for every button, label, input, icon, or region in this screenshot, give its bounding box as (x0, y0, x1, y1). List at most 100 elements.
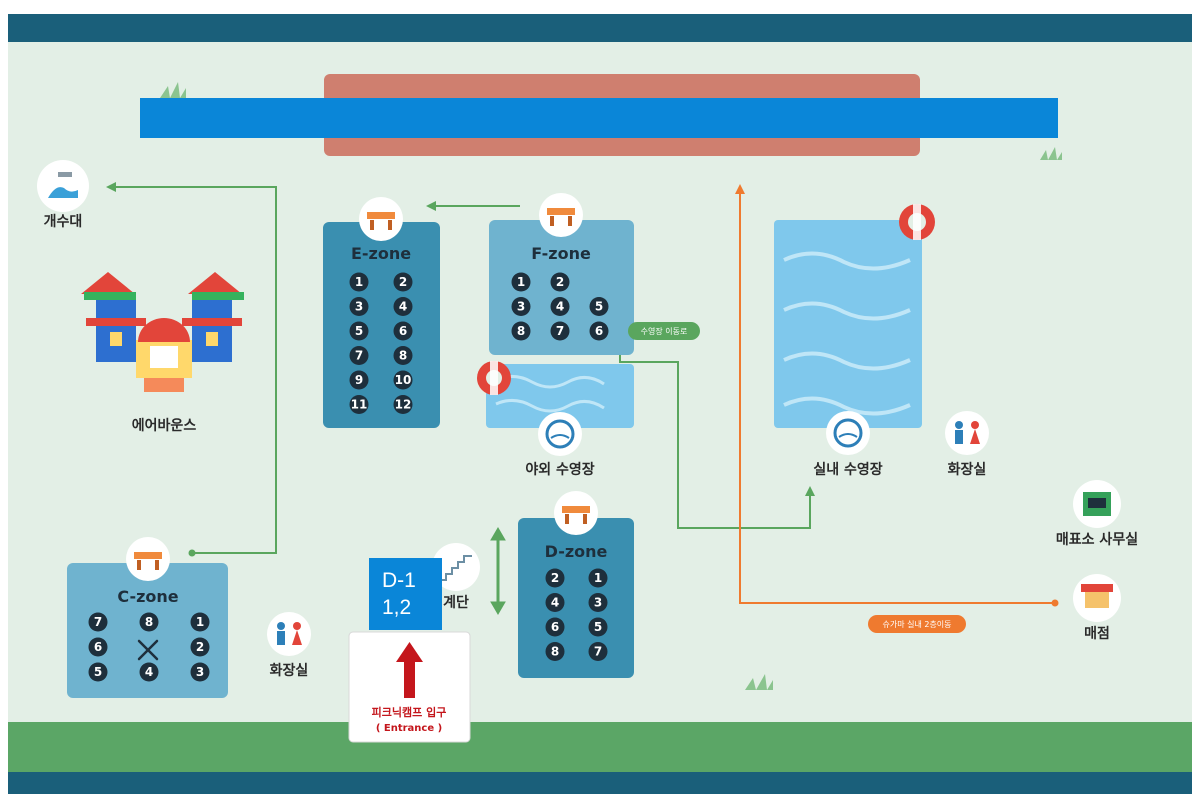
shop-label: 매점 (1084, 625, 1110, 642)
d1-overlay-line2: 1,2 (382, 596, 412, 619)
campsite-d-5[interactable] (588, 617, 608, 637)
campsite-d-6[interactable] (545, 617, 565, 637)
campsite-f-6[interactable] (589, 321, 609, 341)
campsite-number: 8 (145, 615, 153, 629)
d-zone-title: D-zone (545, 542, 608, 561)
ticket-office-label: 매표소 사무실 (1056, 532, 1138, 548)
campsite-e-4[interactable] (393, 297, 413, 316)
campsite-number: 7 (355, 349, 363, 363)
outdoor-pool-label: 야외 수영장 (525, 461, 594, 478)
campsite-f-4[interactable] (550, 297, 570, 316)
campsite-f-3[interactable] (511, 297, 531, 316)
campsite-c-2[interactable] (190, 637, 210, 657)
campsite-e-12[interactable] (393, 395, 413, 414)
campsite-d-1[interactable] (588, 568, 608, 588)
ticket-office-icon (1073, 480, 1121, 528)
entrance-label: 피크닉캠프 입구 (372, 705, 447, 719)
stairs-label: 계단 (443, 594, 469, 611)
campsite-number: 2 (196, 640, 204, 654)
water-fountain-label: 개수대 (44, 214, 83, 230)
campsite-c-6[interactable] (88, 637, 108, 657)
campsite-e-5[interactable] (349, 321, 369, 341)
campsite-number: 10 (395, 373, 412, 387)
restroom-icon (267, 612, 311, 656)
campsite-e-7[interactable] (349, 346, 369, 365)
pool-pattern (783, 251, 911, 416)
path-dot (1051, 599, 1059, 607)
campsite-e-3[interactable] (349, 297, 369, 316)
grass-strip (8, 722, 1192, 772)
campsite-number: 3 (517, 300, 525, 314)
campsite-e-10[interactable] (393, 370, 413, 390)
campsite-number: 5 (595, 300, 603, 314)
shop-icon (1073, 574, 1121, 622)
campsite-number: 12 (395, 398, 412, 412)
campsite-c-8[interactable] (139, 612, 159, 632)
campsite-number: 1 (517, 275, 525, 289)
bottom-frame-bar (8, 772, 1192, 794)
campsite-number: 11 (351, 398, 368, 412)
campsite-d-4[interactable] (545, 593, 565, 612)
campsite-e-2[interactable] (393, 272, 413, 292)
d1-overlay-box: D-1 1,2 (369, 558, 442, 630)
campsite-number: 6 (551, 620, 559, 634)
picnic-table-icon (126, 537, 170, 581)
green-arrowheads (106, 182, 815, 496)
campsite-e-6[interactable] (393, 321, 413, 341)
air-bounce-castle-icon (81, 272, 244, 392)
d-zone-card[interactable] (518, 518, 634, 678)
campsite-number: 3 (594, 596, 602, 610)
life-ring-icon (899, 204, 935, 240)
campsite-number: 7 (556, 324, 564, 338)
campsite-d-8[interactable] (545, 642, 565, 661)
campsite-c-4[interactable] (139, 662, 159, 682)
green-paths (112, 186, 811, 554)
campsite-d-2[interactable] (545, 568, 565, 588)
fork-knife-icon (137, 639, 159, 661)
indoor-route-pill (868, 615, 966, 633)
campsite-c-7[interactable] (88, 612, 108, 632)
campsite-number: 7 (594, 645, 602, 659)
c-zone-title: C-zone (117, 587, 178, 606)
campsite-number: 4 (556, 300, 564, 314)
campsite-e-11[interactable] (349, 395, 369, 414)
pool-pattern (495, 375, 605, 413)
stairs-icon (432, 543, 480, 591)
campsite-f-7[interactable] (550, 321, 570, 341)
campsite-e-8[interactable] (393, 346, 413, 365)
campsite-number: 4 (551, 596, 559, 610)
campsite-number: 8 (517, 324, 525, 338)
campsite-number: 3 (196, 665, 204, 679)
campsite-e-1[interactable] (349, 272, 369, 292)
campsite-number: 4 (145, 665, 153, 679)
campsite-d-3[interactable] (588, 593, 608, 612)
grass-tuft-icon (160, 82, 1062, 690)
campsite-number: 3 (355, 300, 363, 314)
picnic-table-icon (539, 193, 583, 237)
campsite-f-1[interactable] (511, 272, 531, 292)
campsite-number: 6 (595, 324, 603, 338)
campsite-e-9[interactable] (349, 370, 369, 390)
campsite-number: 1 (196, 615, 204, 629)
indoor-pool-label: 실내 수영장 (813, 461, 882, 478)
pool-route-pill (628, 322, 700, 340)
campsite-f-5[interactable] (589, 297, 609, 316)
indoor-pool (774, 220, 922, 428)
campsite-number: 2 (399, 275, 407, 289)
campsite-c-5[interactable] (88, 662, 108, 682)
campsite-d-7[interactable] (588, 642, 608, 661)
top-banner-overlay (140, 98, 1058, 138)
campsite-number: 1 (355, 275, 363, 289)
top-frame-bar (8, 14, 1192, 42)
campsite-number: 8 (399, 349, 407, 363)
campsite-number: 6 (399, 324, 407, 338)
campsite-f-2[interactable] (550, 272, 570, 292)
f-zone-title: F-zone (531, 244, 591, 263)
campsite-f-8[interactable] (511, 321, 531, 341)
campsite-c-1[interactable] (190, 612, 210, 632)
campsite-c-3[interactable] (190, 662, 210, 682)
stairs-double-arrow (490, 527, 506, 615)
